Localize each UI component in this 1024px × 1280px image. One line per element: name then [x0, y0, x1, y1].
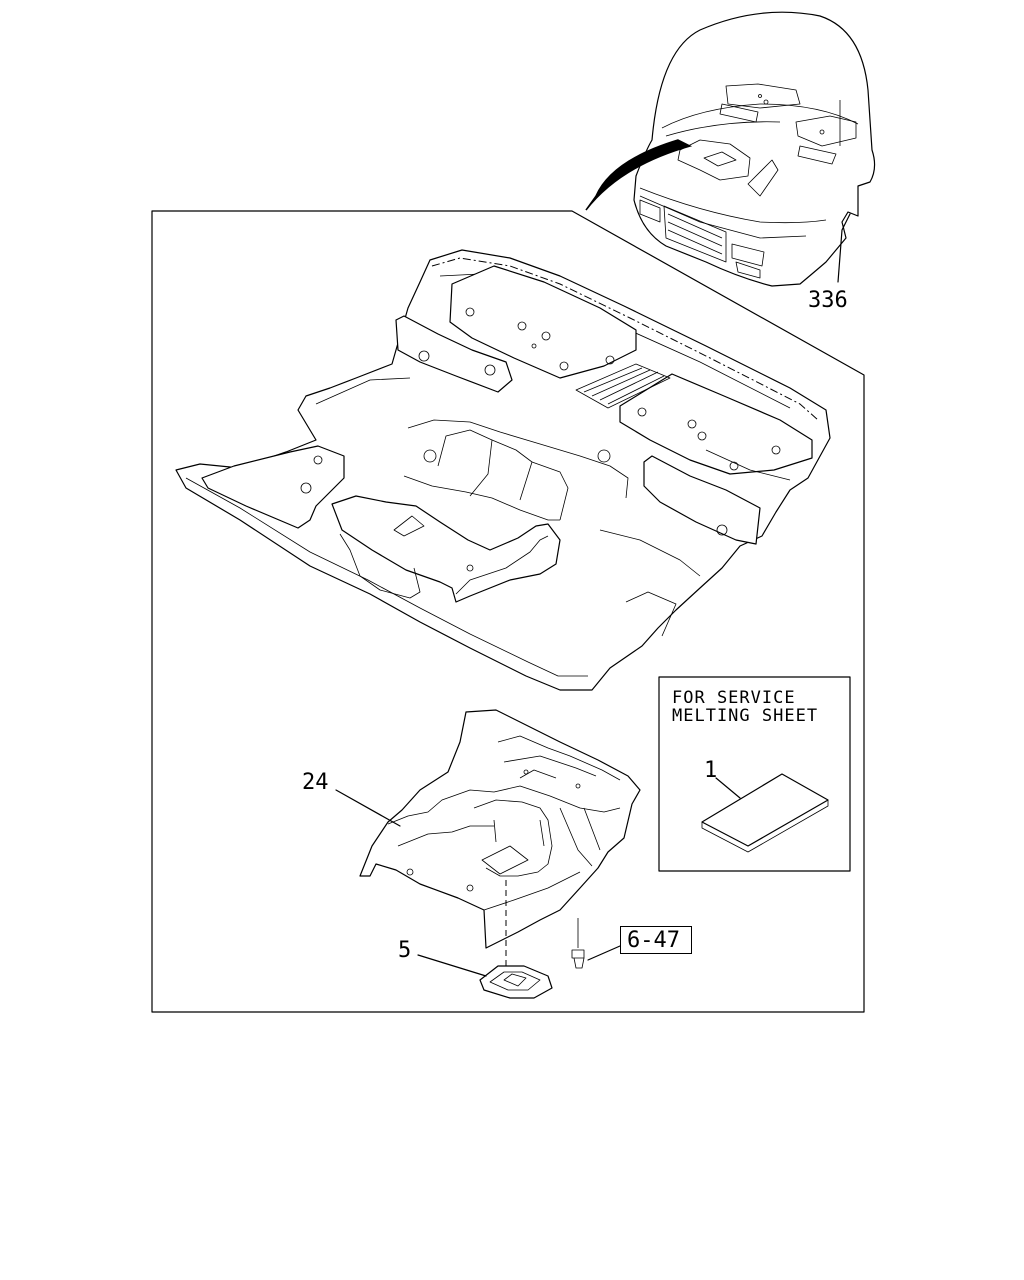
service-box-frame	[658, 676, 851, 872]
floor-insulator-assembly	[175, 249, 831, 691]
callout-336: 336	[808, 288, 848, 313]
melting-sheet-1	[701, 773, 829, 853]
leader-5	[417, 954, 487, 977]
callout-5: 5	[398, 938, 412, 963]
leader-24	[335, 789, 401, 827]
pointer-arrow	[585, 139, 693, 211]
clip-part	[571, 918, 585, 969]
service-box-subtitle: MELTING SHEET	[672, 706, 819, 726]
ref-box-6-47: 6-47	[620, 926, 692, 954]
leader-6-47	[587, 945, 621, 961]
callout-1: 1	[704, 758, 718, 783]
cab-illustration	[633, 11, 876, 287]
leader-1	[715, 777, 741, 799]
insulator-24	[359, 709, 641, 966]
callout-6-47: 6-47	[627, 928, 680, 953]
leader-336	[837, 213, 851, 283]
callout-24: 24	[302, 770, 329, 795]
grommet-5	[479, 965, 553, 999]
service-box-title: FOR SERVICE	[672, 688, 796, 708]
main-frame	[151, 210, 865, 1013]
